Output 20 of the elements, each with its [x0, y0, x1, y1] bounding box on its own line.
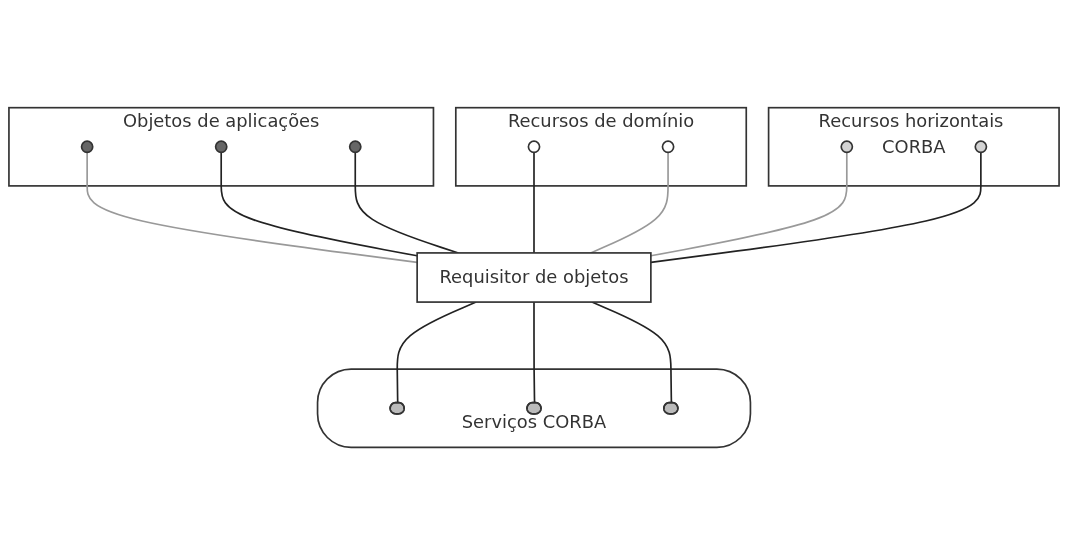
connector: [86, 151, 418, 264]
connector: [533, 301, 536, 404]
node-circle: [80, 140, 94, 154]
connector: [533, 151, 535, 254]
node-circle: [840, 140, 854, 154]
connector: [591, 301, 673, 404]
cluster: Recursos de domínio: [454, 106, 748, 187]
node-circle: [214, 140, 228, 154]
node-circle: [974, 140, 988, 154]
node-circle: [661, 140, 675, 154]
node-circle: [348, 140, 362, 154]
connector: [650, 151, 982, 264]
connector: [650, 151, 848, 257]
cluster: Serviços CORBA: [316, 368, 752, 449]
cluster: Recursos horizontais CORBA: [767, 106, 1060, 187]
connector: [396, 301, 477, 404]
node-circle: [527, 140, 541, 154]
connector: [220, 151, 418, 257]
node-box: Requisitor de objetos: [416, 252, 652, 303]
cluster: Objetos de aplicações: [8, 106, 435, 187]
